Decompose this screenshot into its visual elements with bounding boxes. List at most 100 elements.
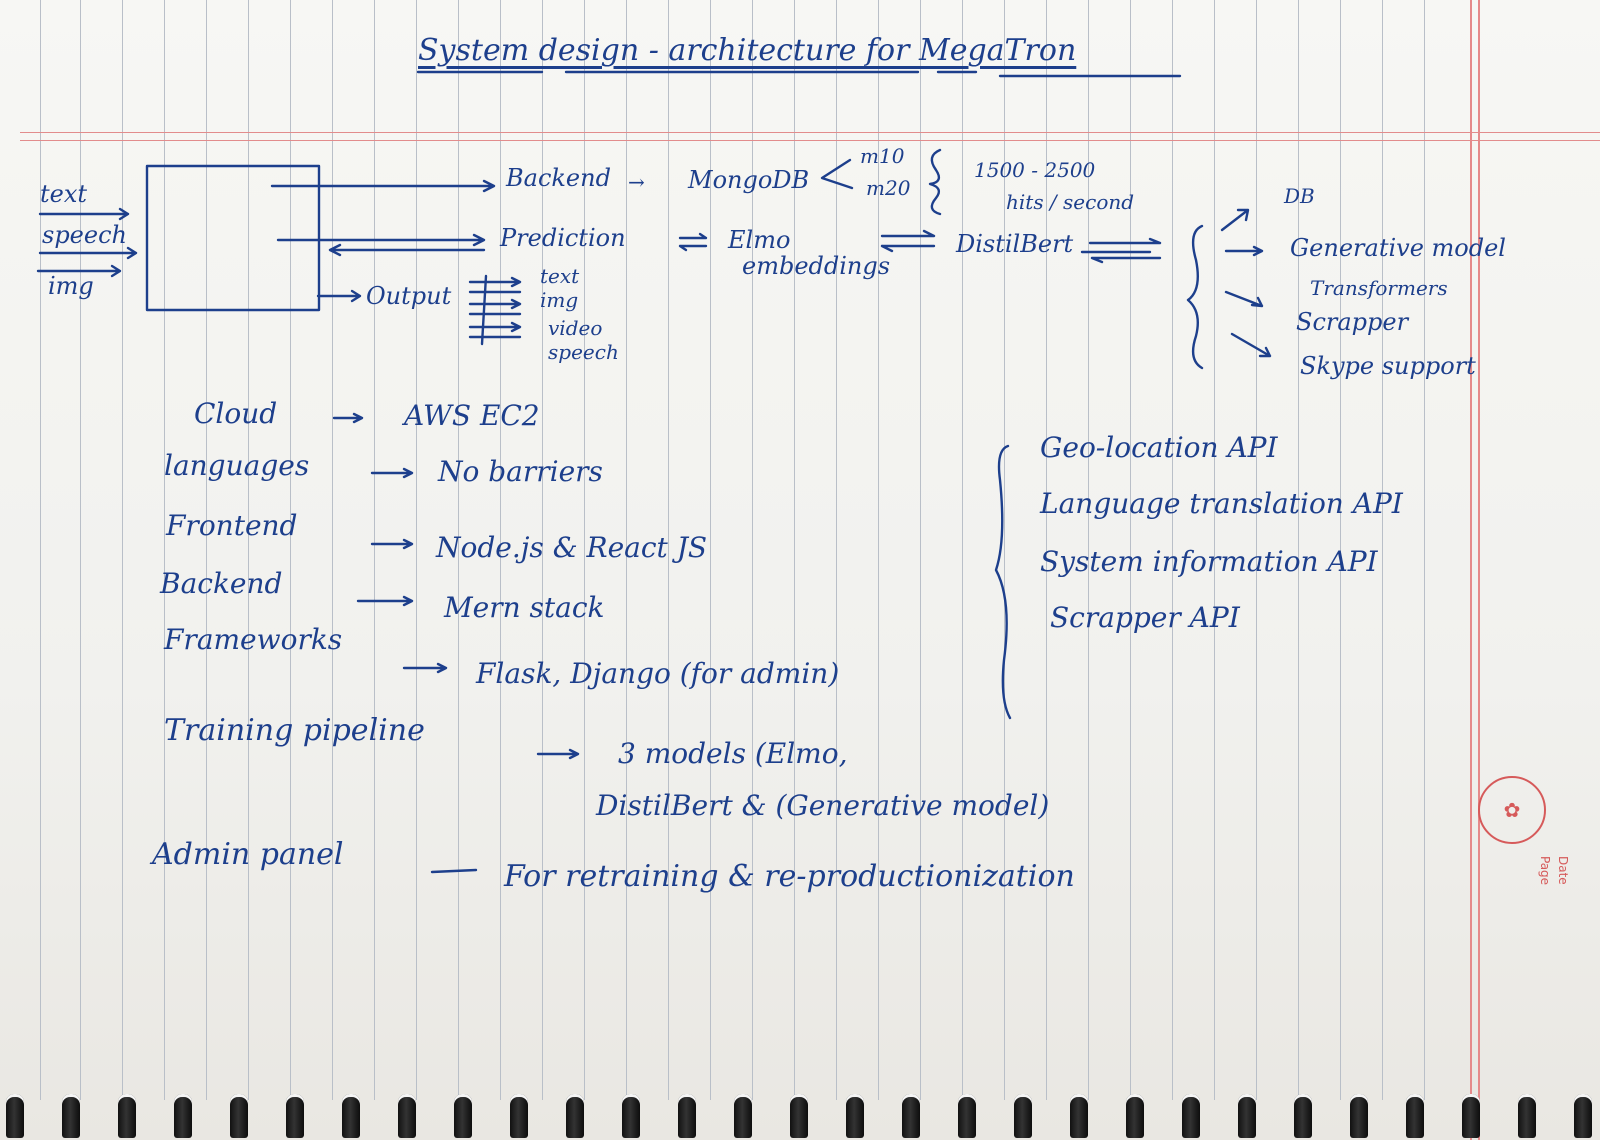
margin-page-label: Page: [1538, 856, 1552, 886]
arrow-to-prediction: [276, 233, 486, 247]
stack-key-frameworks: Frameworks: [164, 623, 343, 656]
stack-key-training-pipeline: Training pipeline: [164, 713, 425, 748]
embeddings-label: embeddings: [742, 252, 891, 280]
ruled-line: [248, 0, 249, 1100]
arrow-input-text: [38, 207, 130, 221]
margin-line: [1470, 0, 1472, 1140]
ruled-line: [374, 0, 375, 1100]
stack-value-cloud: AWS EC2: [404, 399, 540, 432]
stack-value-training-pipeline: 3 models (Elmo,: [618, 737, 848, 770]
ruled-line: [458, 0, 459, 1100]
elmo-label: Elmo: [728, 226, 791, 254]
output-type-video: video: [548, 316, 603, 340]
ruled-line: [1088, 0, 1089, 1100]
stack-value-admin-panel: For retraining & re-productionization: [504, 859, 1075, 894]
stack-value-training-pipeline-2: DistilBert & (Generative model): [596, 789, 1050, 822]
stack-value-languages: No barriers: [438, 455, 603, 488]
flow-prediction-label: Prediction: [500, 224, 626, 252]
stack-value-backend: Mern stack: [444, 591, 605, 624]
throughput-range: 1500 - 2500: [974, 158, 1096, 182]
ruled-line: [164, 0, 165, 1100]
ruled-line: [206, 0, 207, 1100]
ruled-line: [80, 0, 81, 1100]
arrow-languages: [370, 467, 414, 479]
targets-brace: [1186, 224, 1204, 370]
api-scrapper: Scrapper API: [1050, 601, 1240, 634]
distilbert-label: DistilBert: [956, 230, 1074, 258]
arrow-output-img: [468, 298, 522, 316]
api-language-translation: Language translation API: [1040, 487, 1403, 520]
arrow-prediction-elmo: [678, 232, 708, 252]
ruled-line: [794, 0, 795, 1100]
ruled-line: [1214, 0, 1215, 1100]
ruled-line: [626, 0, 627, 1100]
ruled-line: [122, 0, 123, 1100]
stack-key-frontend: Frontend: [166, 509, 298, 542]
target-transformers: Transformers: [1310, 276, 1448, 300]
backend-arrow-glyph: →: [628, 170, 645, 194]
stack-key-backend: Backend: [160, 567, 283, 600]
brand-stamp-icon: ✿: [1478, 776, 1546, 844]
ruled-line: [500, 0, 501, 1100]
arrow-training: [536, 748, 580, 760]
ruled-line: [836, 0, 837, 1100]
target-scrapper: Scrapper: [1296, 308, 1409, 336]
stack-key-cloud: Cloud: [194, 397, 278, 430]
ruled-line: [1172, 0, 1173, 1100]
ruled-line: [542, 0, 543, 1100]
arrow-to-backend: [270, 179, 496, 193]
ruled-line: [1340, 0, 1341, 1100]
ruled-line: [40, 0, 41, 1100]
arrow-elmo-distilbert: [880, 229, 936, 253]
margin-line: [20, 132, 1600, 133]
output-tick: [480, 274, 488, 346]
output-type-speech: speech: [548, 340, 619, 364]
target-db: DB: [1284, 184, 1315, 208]
arrow-db: [1220, 208, 1250, 232]
arrow-output-text: [468, 276, 522, 294]
output-label: Output: [366, 282, 452, 310]
ruled-line: [668, 0, 669, 1100]
ruled-line: [710, 0, 711, 1100]
input-text-label: text: [40, 180, 88, 208]
title-underline: [416, 70, 1182, 78]
ruled-line: [1130, 0, 1131, 1100]
stack-key-admin-panel: Admin panel: [152, 837, 344, 872]
mongo-tier-m10: m10: [860, 144, 905, 168]
arrow-frontend: [370, 538, 414, 550]
arrow-distilbert-targets: [1080, 237, 1162, 264]
mongodb-fork: [820, 158, 854, 190]
flow-backend-label: Backend: [506, 164, 611, 192]
page-title: System design - architecture for MegaTro…: [418, 33, 1077, 68]
dash-admin: [430, 868, 478, 874]
stack-value-frontend: Node.js & React JS: [436, 531, 708, 564]
api-geo-location: Geo-location API: [1040, 431, 1278, 464]
margin-date-label: Date: [1556, 856, 1570, 885]
arrow-output-video: [468, 321, 522, 339]
ruled-line: [332, 0, 333, 1100]
throughput-brace: [928, 148, 942, 216]
ruled-line: [752, 0, 753, 1100]
arrow-backend: [356, 595, 414, 607]
api-system-information: System information API: [1040, 545, 1378, 578]
ruled-line: [416, 0, 417, 1100]
ruled-line: [584, 0, 585, 1100]
margin-line: [1478, 0, 1480, 1140]
input-img-label: img: [48, 272, 94, 300]
flow-mongodb-label: MongoDB: [688, 166, 810, 194]
ruled-line: [1298, 0, 1299, 1100]
mongo-tier-m20: m20: [866, 176, 911, 200]
ruled-line: [290, 0, 291, 1100]
arrow-cloud: [332, 412, 364, 424]
throughput-unit: hits / second: [1006, 190, 1135, 214]
output-type-text: text: [540, 264, 580, 288]
system-box: [145, 164, 321, 312]
target-skype-support: Skype support: [1300, 352, 1476, 380]
target-generative-model: Generative model: [1290, 234, 1506, 262]
ruled-line: [920, 0, 921, 1100]
spiral-binding: [0, 1080, 1600, 1140]
input-speech-label: speech: [42, 221, 127, 249]
output-type-img: img: [540, 288, 579, 312]
ruled-line: [1256, 0, 1257, 1100]
